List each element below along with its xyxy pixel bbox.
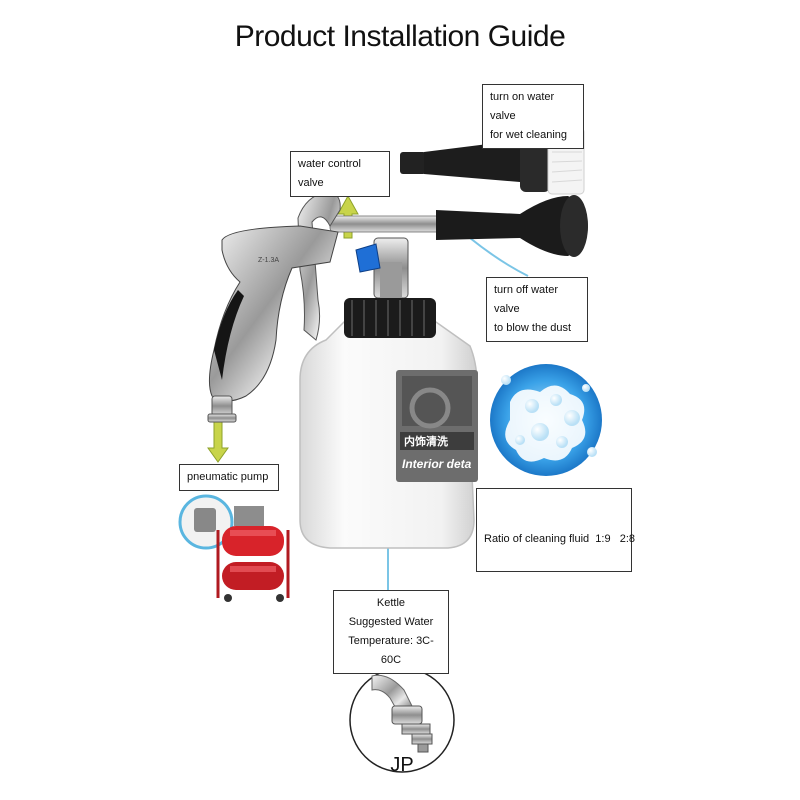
callout-water-on: turn on water valve for wet cleaning [482, 84, 584, 149]
callout-kettle-line2: Suggested Water [348, 616, 434, 628]
callout-water-on-line1: turn on water valve [490, 91, 555, 122]
callout-ratio: Ratio of cleaning fluid 1:9 2:8 [476, 488, 636, 572]
water-valve [355, 237, 409, 299]
connector-detail [349, 667, 455, 773]
callout-ratio-text: Ratio of cleaning fluid 1:9 2:8 [484, 533, 636, 545]
callout-water-control-text: water control valve [298, 158, 361, 189]
callout-water-control: water control valve [290, 151, 390, 197]
callout-kettle-line3: Temperature: 3C-60C [348, 635, 434, 666]
callout-kettle: Kettle Suggested Water Temperature: 3C-6… [333, 590, 449, 674]
bottle: 内饰清洗 Interior deta [299, 298, 478, 549]
callout-water-off-line1: turn off water valve [494, 284, 558, 315]
callout-kettle-line1: Kettle [376, 597, 406, 609]
callout-water-on-line2: for wet cleaning [490, 129, 568, 141]
callout-pump: pneumatic pump [179, 464, 279, 491]
connector-label: JP [390, 754, 414, 776]
gun-marking: Z-1.3A [258, 257, 279, 264]
callout-water-off-line2: to blow the dust [494, 322, 572, 334]
gun-handle: Z-1.3A [207, 225, 339, 423]
bottle-label-cn: 内饰清洗 [404, 434, 448, 448]
compressor [178, 494, 290, 602]
bottle-label-en: Interior deta [402, 457, 472, 471]
bubbles-icon [490, 364, 602, 476]
page-title: Product Installation Guide [234, 20, 566, 53]
callout-pump-text: pneumatic pump [187, 471, 269, 483]
callout-water-off: turn off water valve to blow the dust [486, 277, 588, 342]
gun-barrel [329, 195, 588, 257]
